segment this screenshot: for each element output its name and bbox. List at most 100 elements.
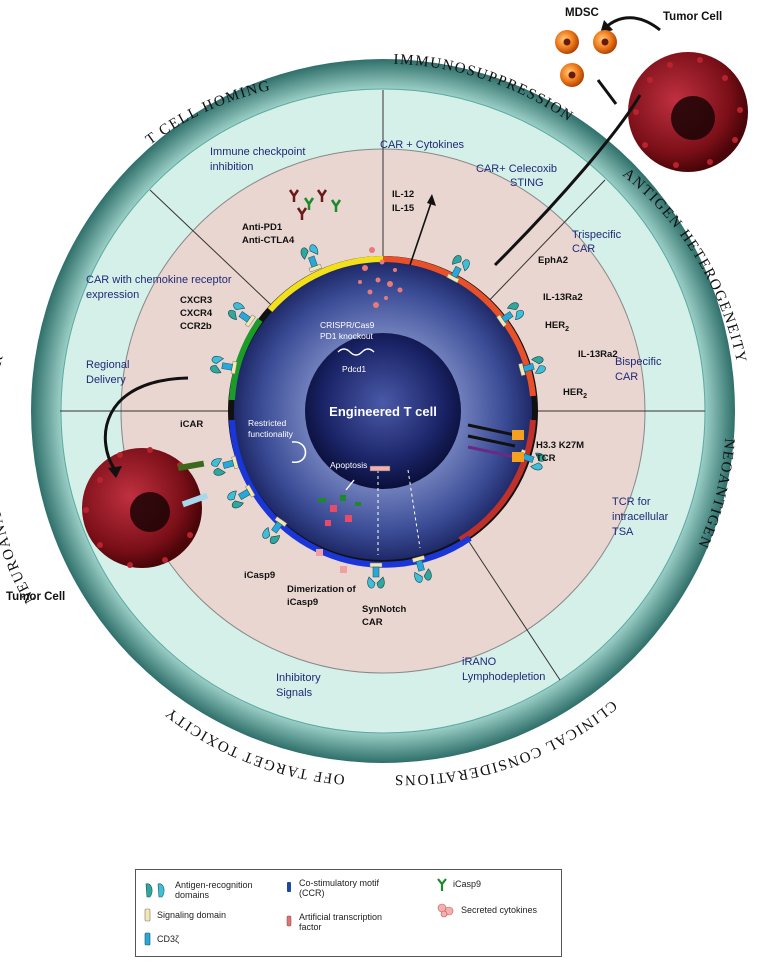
delivery-arrow-head: [108, 466, 122, 478]
irano-2: Lymphodepletion: [462, 671, 545, 683]
arrow-head: [427, 194, 436, 206]
bispecific-1: Bispecific: [615, 356, 662, 368]
cytokine-dots-icon: [358, 247, 403, 308]
tumor-cell-icon: [628, 52, 748, 172]
legend-signaling: Signaling domain: [144, 908, 226, 922]
synnotch-path-2: [407, 469, 421, 549]
synnotch-2: CAR: [362, 617, 383, 628]
inhibition-bar: [596, 79, 618, 105]
cytokines-legend-icon: [436, 902, 456, 918]
inhibitory-2: Signals: [276, 687, 313, 699]
legend-antigen: Antigen-recognition domains: [144, 880, 269, 900]
her2-b: HER2: [563, 387, 587, 400]
immune-checkpoint-2: inhibition: [210, 161, 253, 173]
cxcr3: CXCR3: [180, 295, 212, 306]
mdsc-cell-icon: [555, 30, 617, 87]
restricted-arrow: [291, 441, 307, 463]
car-ligand: [181, 492, 209, 508]
dna-icon: [337, 348, 375, 356]
signaling-icon: [144, 908, 152, 922]
antibody-icon: [288, 189, 342, 220]
il15: IL-15: [392, 203, 415, 214]
dimerization-1: Dimerization of: [287, 584, 356, 595]
icasp9-legend-icon: [436, 876, 448, 892]
apoptosis-arrow: [345, 479, 355, 491]
costim-icon: [286, 881, 294, 895]
tumor-spots-top: [633, 57, 743, 168]
bispecific-2: CAR: [615, 371, 638, 383]
crispr-2: PD1 knockout: [320, 331, 374, 341]
restricted-1: Restricted: [248, 418, 287, 428]
membrane-yellow: [267, 256, 384, 312]
chemokine-2: expression: [86, 289, 139, 301]
ccr2b: CCR2b: [180, 321, 212, 332]
legend-icasp9: iCasp9: [436, 876, 481, 892]
restricted-2: functionality: [248, 429, 294, 439]
car-celecoxib-1: CAR+ Celecoxib: [476, 163, 557, 175]
legend-cd3-label: CD3ζ: [157, 934, 179, 944]
cxcr4: CXCR4: [180, 308, 213, 319]
tcr-tsa-2: intracellular: [612, 511, 669, 523]
atf-bar: [369, 465, 391, 472]
irano-1: iRANO: [462, 656, 497, 668]
trispecific-2: CAR: [572, 243, 595, 255]
icasp9-icon: [316, 495, 361, 573]
h33-2: TCR: [536, 453, 556, 464]
antigen-icon: [144, 882, 170, 898]
legend-signaling-label: Signaling domain: [157, 910, 227, 920]
dimerization-2: iCasp9: [287, 597, 318, 608]
membrane-green: [229, 318, 263, 401]
trispecific-1: Trispecific: [572, 229, 622, 241]
il12: IL-12: [392, 189, 414, 200]
regional-2: Delivery: [86, 374, 126, 386]
cytokine-arrow: [409, 199, 433, 266]
tcr-tsa-3: TSA: [612, 526, 634, 538]
epha2: EphA2: [538, 255, 568, 266]
legend-cd3: CD3ζ: [144, 932, 179, 946]
legend-costim-label: Co-stimulatory motif (CCR): [299, 878, 380, 898]
gene-label: Pdcd1: [342, 364, 366, 374]
cd3-icon: [144, 932, 152, 946]
membrane-red: [458, 419, 536, 543]
tcr-icon: [467, 423, 524, 462]
her2-a: HER2: [545, 320, 569, 333]
inhibition-line: [493, 94, 642, 267]
legend-antigen-label: Antigen-recognition domains: [175, 880, 253, 900]
nucleus: [305, 333, 461, 489]
il13ra2-b: IL-13Ra2: [578, 349, 618, 360]
legend-cytokines: Secreted cytokines: [436, 902, 537, 918]
il13ra2-a: IL-13Ra2: [543, 292, 583, 303]
legend-atf: Artificial transcription factor: [286, 912, 406, 932]
mdsc-arrow: [603, 16, 661, 32]
membrane-blue: [229, 419, 472, 568]
delivery-arrow: [103, 376, 189, 471]
h33-1: H3.3 K27M: [536, 440, 584, 451]
icasp9: iCasp9: [244, 570, 275, 581]
legend-icasp9-label: iCasp9: [453, 879, 482, 889]
legend-cytokines-label: Secreted cytokines: [461, 905, 538, 915]
chemokine-1: CAR with chemokine receptor: [86, 274, 232, 286]
crispr-1: CRISPR/Cas9: [320, 320, 375, 330]
anti-pd1: Anti-PD1: [242, 222, 283, 233]
legend: Antigen-recognition domains Signaling do…: [135, 869, 562, 957]
synnotch-1: SynNotch: [362, 604, 407, 615]
tumor-cell-left-label: Tumor Cell: [6, 591, 65, 603]
inhibitory-1: Inhibitory: [276, 672, 321, 684]
icar-ligand: [177, 460, 205, 472]
mdsc-label: MDSC: [565, 7, 599, 19]
apoptosis-label: Apoptosis: [330, 460, 367, 470]
car-cytokines: CAR + Cytokines: [380, 139, 465, 151]
tumor-cell-left-icon: [82, 448, 202, 568]
car-celecoxib-2: STING: [510, 177, 544, 189]
tcr-tsa-1: TCR for: [612, 496, 651, 508]
tumor-cell-top-label: Tumor Cell: [663, 11, 722, 23]
anti-ctla4: Anti-CTLA4: [242, 235, 295, 246]
atf-icon: [286, 915, 294, 929]
immune-checkpoint-1: Immune checkpoint: [210, 146, 305, 158]
legend-atf-label: Artificial transcription factor: [299, 912, 383, 932]
regional-1: Regional: [86, 359, 129, 371]
center-title: Engineered T cell: [329, 404, 437, 419]
icar: iCAR: [180, 419, 203, 430]
legend-costim: Co-stimulatory motif (CCR): [286, 878, 396, 898]
